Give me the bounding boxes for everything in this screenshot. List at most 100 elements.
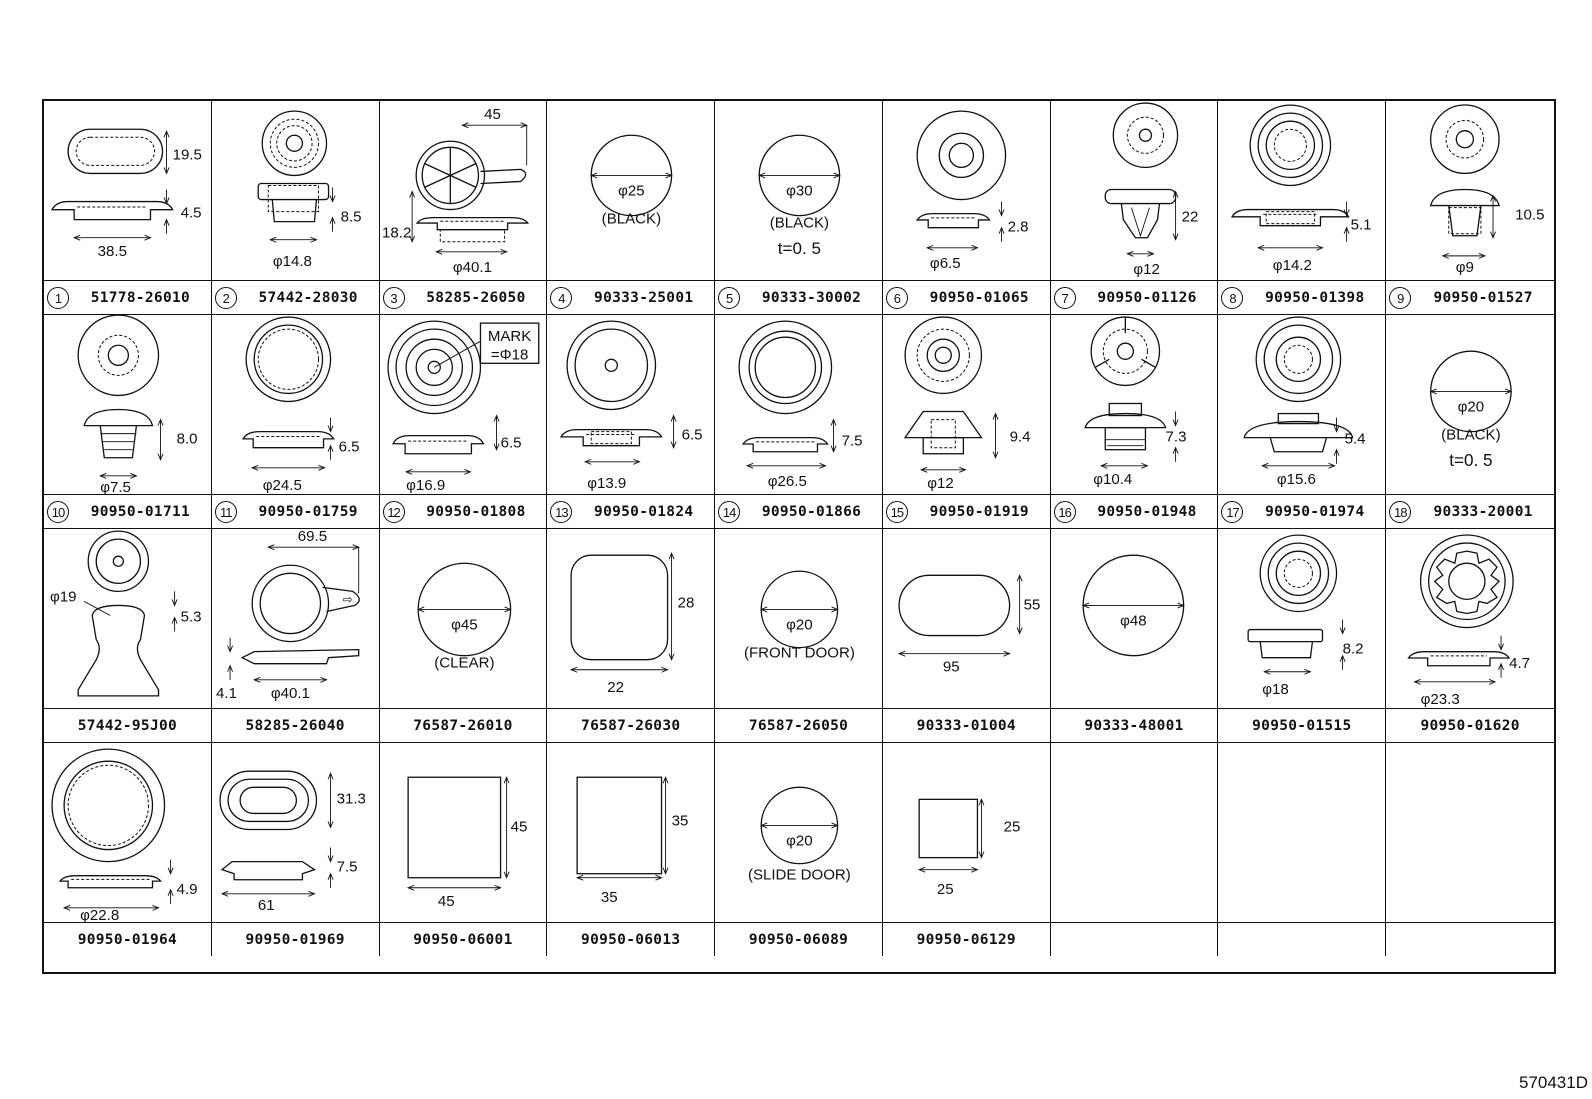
part-number: 90950-01919 bbox=[929, 503, 1029, 520]
part-number: 90950-01527 bbox=[1433, 289, 1533, 306]
part-diagram bbox=[1051, 743, 1218, 922]
part-drawing-90333-48001: φ48 bbox=[1050, 529, 1219, 709]
part-diagram: φ48 bbox=[1081, 554, 1185, 657]
item-number: 12 bbox=[382, 501, 405, 523]
dimension-label: 45 bbox=[437, 893, 454, 910]
dimension-label: φ45 bbox=[451, 617, 478, 634]
part-number: 90333-20001 bbox=[1433, 503, 1533, 520]
part-number: 90950-01974 bbox=[1265, 503, 1365, 520]
part-number-cell: 13 90950-01824 bbox=[547, 495, 716, 529]
part-number: 90950-01711 bbox=[90, 503, 191, 520]
dimension-label: φ12 bbox=[927, 475, 954, 492]
dimension-label: φ9 bbox=[1456, 259, 1474, 276]
dimension-label: φ14.8 bbox=[273, 253, 312, 270]
part-drawing-76587-26050: φ20(FRONT DOOR) bbox=[715, 529, 883, 709]
part-number-cell: 90950-06013 bbox=[547, 923, 716, 956]
note-text: (BLACK) bbox=[1441, 427, 1501, 444]
dimension-label: 2.8 bbox=[1007, 219, 1028, 236]
part-number-cell: 57442-95J00 bbox=[44, 709, 212, 743]
dimension-label: φ12 bbox=[1133, 261, 1160, 278]
part-number: 90950-06001 bbox=[413, 931, 513, 948]
item-number: 18 bbox=[1389, 501, 1412, 523]
item-number: 2 bbox=[214, 287, 237, 309]
part-number: 90950-06129 bbox=[916, 931, 1016, 948]
part-number-cell: 76587-26050 bbox=[715, 709, 883, 743]
part-diagram: 2.8φ6.5 bbox=[915, 110, 1028, 272]
part-number: 90950-01620 bbox=[1420, 717, 1520, 734]
item-number: 15 bbox=[885, 501, 908, 523]
part-number: 90950-01866 bbox=[761, 503, 862, 520]
diagram-code: 570431D bbox=[1518, 1073, 1588, 1092]
part-number: 90950-01398 bbox=[1265, 289, 1365, 306]
dimension-label: φ30 bbox=[786, 183, 813, 200]
part-number-cell: 90950-01620 bbox=[1386, 709, 1554, 743]
dimension-label: φ14.2 bbox=[1273, 257, 1312, 274]
dimension-label: φ20 bbox=[786, 617, 813, 634]
part-number-cell: 90950-01515 bbox=[1218, 709, 1387, 743]
dimension-label: 4.1 bbox=[216, 685, 237, 702]
dimension-label: 4.9 bbox=[177, 881, 198, 898]
dimension-label: φ7.5 bbox=[100, 479, 131, 494]
dimension-label: φ16.9 bbox=[406, 477, 445, 494]
part-number-cell: 90950-06089 bbox=[715, 923, 883, 956]
dimension-label: 95 bbox=[943, 659, 960, 676]
dimension-label: 31.3 bbox=[336, 790, 365, 807]
thickness-text: t=0. 5 bbox=[778, 239, 821, 258]
part-number: 90950-01969 bbox=[245, 931, 345, 948]
part-number-cell: 9 90950-01527 bbox=[1386, 281, 1554, 315]
part-diagram: φ45(CLEAR) bbox=[416, 562, 512, 672]
part-drawing-90333-25001: φ25(BLACK) bbox=[547, 101, 716, 281]
part-drawing-90950-06089: φ20(SLIDE DOOR) bbox=[715, 743, 883, 923]
mark-label: MARK bbox=[487, 328, 531, 345]
part-diagram: φ20(SLIDE DOOR) bbox=[748, 786, 851, 884]
part-diagram: 8.0φ7.5 bbox=[77, 315, 198, 494]
part-number: 90333-30002 bbox=[761, 289, 862, 306]
item-number: 7 bbox=[1053, 287, 1076, 309]
svg-text:⇨: ⇨ bbox=[342, 592, 352, 606]
thickness-text: t=0. 5 bbox=[1449, 451, 1492, 470]
item-number: 3 bbox=[382, 287, 405, 309]
item-number: 9 bbox=[1389, 287, 1412, 309]
part-number-cell: 76587-26010 bbox=[379, 709, 548, 743]
part-number: 90950-01824 bbox=[594, 503, 694, 520]
item-number: 16 bbox=[1053, 501, 1076, 523]
dimension-label: 35 bbox=[601, 889, 618, 906]
item-number: 13 bbox=[550, 501, 573, 523]
dimension-label: φ26.5 bbox=[768, 473, 807, 490]
part-number-cell bbox=[1051, 923, 1219, 956]
note-text: (BLACK) bbox=[602, 211, 661, 228]
dimension-label: 7.5 bbox=[842, 433, 863, 450]
part-diagram: φ20(FRONT DOOR) bbox=[744, 570, 855, 662]
part-diagram: 31.37.561 bbox=[219, 770, 366, 914]
dimension-label: 19.5 bbox=[173, 146, 202, 163]
item-number: 5 bbox=[718, 287, 741, 309]
